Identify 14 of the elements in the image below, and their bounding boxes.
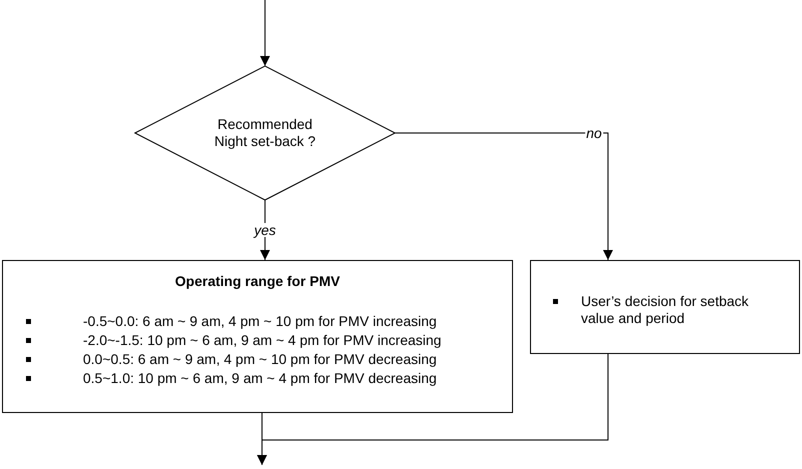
list-item: User’s decision for setback value and period (581, 293, 750, 327)
list-item: 0.5~1.0: 10 pm ~ 6 am, 9 am ~ 4 pm for PMV decreasing (83, 370, 437, 387)
box-heading: Operating range for PMV (174, 273, 341, 290)
arrow (260, 0, 270, 66)
decision-text: Recommended Night set-back ? (213, 116, 317, 150)
list-item: -0.5~0.0: 6 am ~ 9 am, 4 pm ~ 10 pm for PMV increasing (83, 313, 437, 330)
process-box (2, 260, 513, 413)
edge-label: yes (253, 223, 277, 237)
process-box (530, 260, 800, 354)
arrow (257, 354, 608, 466)
list-item: 0.0~0.5: 6 am ~ 9 am, 4 pm ~ 10 pm for PMV decreasing (83, 351, 437, 368)
arrow (394, 132, 613, 260)
list-item: -2.0~-1.5: 10 pm ~ 6 am, 9 am ~ 4 pm for PMV increasing (83, 332, 442, 349)
arrow (260, 200, 270, 260)
